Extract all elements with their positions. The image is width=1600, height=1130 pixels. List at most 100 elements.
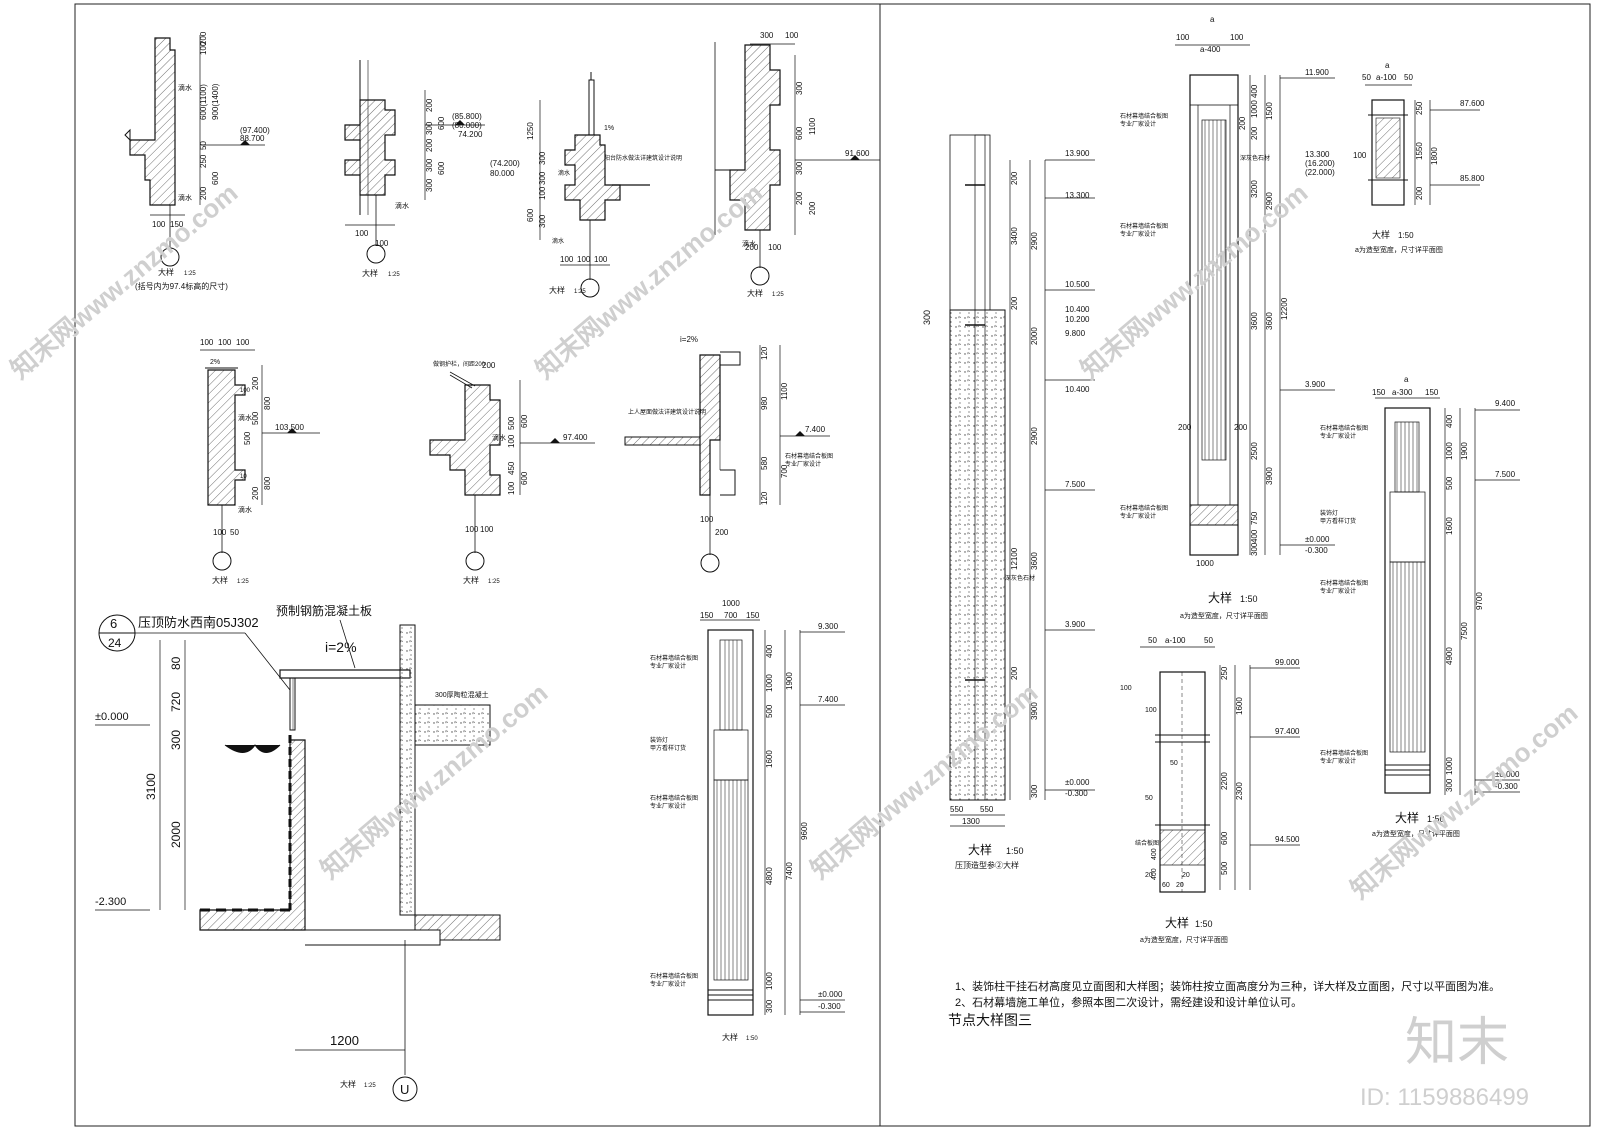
detail-f-dim-7: 100 (465, 525, 479, 534)
detail-d3-level-0: 99.000 (1275, 658, 1300, 667)
detail-d4-dim-2: 1800 (1430, 147, 1439, 165)
watermark-id: ID: 1159886499 (1360, 1084, 1529, 1111)
detail-d5-dim-6: 7500 (1460, 622, 1469, 640)
detail-d5-tag-5: 专业厂家设计 (1320, 587, 1356, 595)
detail-h-dim-0: 80 (169, 656, 183, 670)
detail-d2-level-3: (22.000) (1305, 168, 1335, 177)
detail-i-dimside-9: 9600 (800, 822, 809, 840)
detail-d-dim-3: 1100 (808, 117, 817, 135)
detail-d3-dim-14: 60 (1162, 882, 1170, 889)
detail-d2-scale: 1:50 (1240, 594, 1258, 604)
detail-d1-dim-11: 300 (1030, 784, 1039, 798)
detail-d2-level-0: 11.900 (1305, 68, 1329, 77)
detail-d1-level-9: ±0.000 (1065, 778, 1090, 787)
detail-d3-dim-10: 100 (1120, 685, 1132, 692)
note-2: 2、石材幕墙施工单位，参照本图二次设计，需经建设和设计单位认可。 (955, 995, 1302, 1009)
detail-e-dim-4: 800 (263, 396, 272, 410)
detail-d5-tag-4: 石材幕墙结合板图 (1320, 579, 1368, 587)
watermark-logo: 知末 (1405, 1014, 1509, 1072)
detail-a-dim-9: 150 (170, 220, 184, 229)
detail-c (539, 72, 650, 298)
detail-g-dim-1: 980 (760, 396, 769, 410)
detail-d5-level-3: -0.300 (1495, 782, 1518, 791)
detail-i-dimtop-2: 700 (724, 611, 738, 620)
detail-d3-dimtop-2: 50 (1204, 636, 1213, 645)
detail-d1-level-8: 3.900 (1065, 620, 1086, 629)
detail-g-dim-2: 1100 (780, 382, 789, 400)
detail-d1-dim-6: 2900 (1030, 427, 1039, 445)
detail-d2-dimtop-2: a-400 (1200, 45, 1221, 54)
detail-a-dim-0: 100 (199, 41, 208, 55)
detail-d1-level-0: 13.900 (1065, 149, 1090, 158)
detail-a-level-1: 88.700 (240, 134, 265, 143)
detail-d3-tag-0: 结合板图 (1135, 839, 1159, 847)
detail-d-dim-2: 300 (795, 81, 804, 95)
detail-d1-level-5: 9.800 (1065, 329, 1086, 338)
detail-a-tag-0: 滴水 (178, 83, 192, 92)
detail-a-label: 大样 (158, 267, 174, 277)
detail-e-dim-10: 50 (230, 528, 239, 537)
detail-d2-dim-11: 200 (1234, 423, 1248, 432)
detail-h-dim-5: 1200 (330, 1033, 359, 1048)
detail-d5-dimtop-2: a-300 (1392, 388, 1413, 397)
detail-i-dimside-8: 7400 (785, 862, 794, 880)
detail-b-dim-3: 200 (425, 138, 434, 152)
detail-d5-dim-5: 4900 (1445, 647, 1454, 665)
detail-i (700, 619, 845, 1016)
detail-b-dim-8: 100 (375, 239, 389, 248)
detail-a-tag-1: 滴水 (178, 193, 192, 202)
detail-d2-tag-1: 专业厂家设计 (1120, 120, 1156, 128)
note-1: 1、装饰柱干挂石材高度见立面图和大样图；装饰柱按立面高度分为三种，详大样及立面图… (955, 979, 1500, 993)
detail-h-axis: U (400, 1082, 409, 1097)
detail-d1-dimb-1: 550 (980, 805, 994, 814)
detail-h-tag-0: 压顶防水西南05J302 (138, 615, 259, 630)
detail-i-dimtop-1: 150 (700, 611, 714, 620)
detail-d3-note: a为造型宽度，尺寸详平面图 (1140, 935, 1228, 944)
detail-g-dim-0: 120 (760, 346, 769, 360)
detail-d4-note: a为造型宽度，尺寸详平面图 (1355, 245, 1443, 254)
detail-d4-level-1: 85.800 (1460, 174, 1485, 183)
detail-d2-dim-16: 300 (1250, 542, 1259, 556)
detail-d1-level-10: -0.300 (1065, 789, 1088, 798)
detail-e-tag-1: 滴水 (238, 413, 252, 422)
detail-d1-dim-2: 3400 (1010, 227, 1019, 245)
detail-c-level-1: 80.000 (490, 169, 515, 178)
detail-d1-level-3: 10.400 (1065, 305, 1090, 314)
detail-e-dim-0: 100 (200, 338, 214, 347)
detail-d2-note: a为造型宽度，尺寸详平面图 (1180, 611, 1268, 620)
detail-d5-dim-3: 1900 (1460, 442, 1469, 460)
detail-d-label: 大样 (747, 288, 763, 298)
detail-d1-dim-0: 300 (922, 310, 932, 325)
detail-d2-level-6: -0.300 (1305, 546, 1328, 555)
detail-c-level-0: (74.200) (490, 159, 520, 168)
detail-d1-scale: 1:50 (1006, 846, 1024, 856)
detail-c-tag-2: 滴水 (558, 169, 570, 177)
detail-g-dim-5: 120 (760, 491, 769, 505)
detail-d3-level-1: 97.400 (1275, 727, 1300, 736)
detail-d2-dim-6: 2900 (1265, 192, 1274, 210)
detail-i-tag-4: 石材幕墙结合板图 (650, 794, 698, 802)
detail-d2-dim-3: 200 (1250, 126, 1259, 140)
detail-d-tag-0: 滴水 (742, 239, 756, 248)
detail-c-tag-1: 阳台防水做法详建筑设计说明 (604, 154, 682, 162)
detail-d4-dim-4: 200 (1415, 186, 1424, 200)
detail-d5-tag-0: 石材幕墙结合板图 (1320, 424, 1368, 432)
detail-d4-dimtop-1: 50 (1362, 73, 1371, 82)
detail-h-index-sheet: 24 (108, 636, 122, 650)
detail-d2-dim-8: 3600 (1265, 312, 1274, 330)
detail-d5-tag-7: 专业厂家设计 (1320, 757, 1356, 765)
detail-h-tag-1: 预制钢筋混凝土板 (276, 603, 372, 618)
detail-d5-tag-2: 装饰灯 (1320, 509, 1338, 517)
detail-a-dim-8: 100 (152, 220, 166, 229)
detail-c-dim-2: 300 (538, 171, 547, 185)
detail-d1-level-2: 10.500 (1065, 280, 1090, 289)
detail-c-dim-5: 300 (538, 214, 547, 228)
detail-d-dim-6: 200 (795, 191, 804, 205)
detail-d3-dim-4: 600 (1220, 831, 1229, 845)
detail-i-tag-5: 专业厂家设计 (650, 802, 686, 810)
detail-b-dim-6: 600 (437, 161, 446, 175)
detail-i-tag-0: 石材幕墙结合板图 (650, 654, 698, 662)
detail-d2-dim-14: 750 (1250, 511, 1259, 525)
detail-e (200, 349, 320, 571)
